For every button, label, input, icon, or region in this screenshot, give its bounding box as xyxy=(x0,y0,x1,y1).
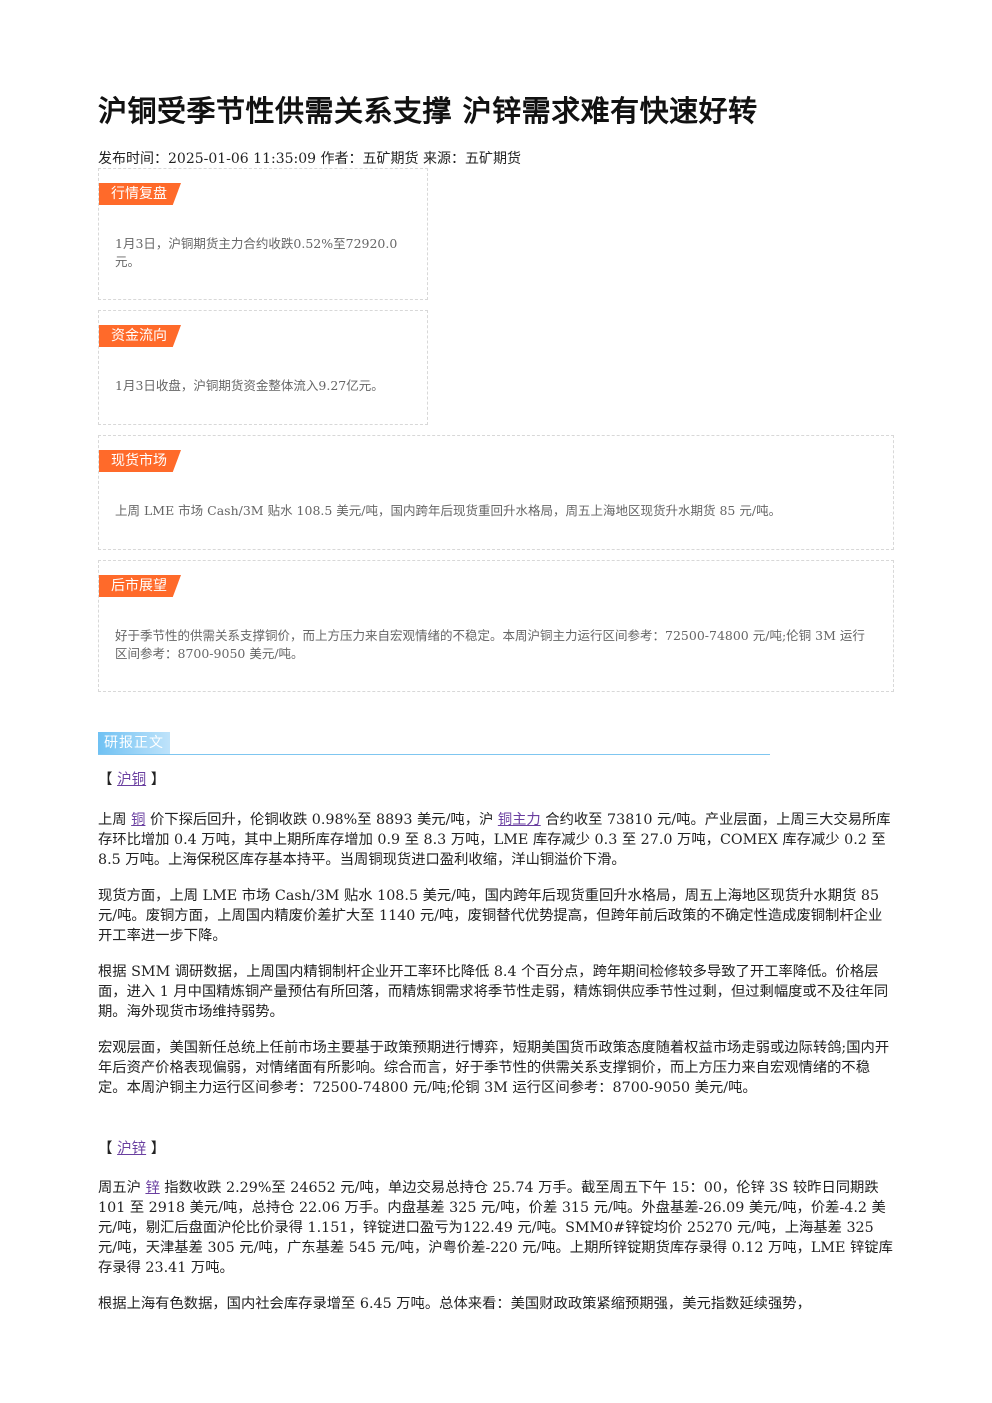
article-meta: 发布时间：2025-01-06 11:35:09 作者：五矿期货 来源：五矿期货 xyxy=(98,151,521,167)
summary-box-fund-flow: 资金流向 1月3日收盘，沪铜期货资金整体流入9.27亿元。 xyxy=(98,310,428,425)
box-text: 上周 LME 市场 Cash/3M 贴水 108.5 美元/吨，国内跨年后现货重… xyxy=(115,503,782,518)
report-section-header: 研报正文 xyxy=(98,732,770,755)
article-title: 沪铜受季节性供需关系支撑 沪锌需求难有快速好转 xyxy=(98,94,758,128)
box-tag: 资金流向 xyxy=(99,325,181,347)
box-tag: 行情复盘 xyxy=(99,183,181,205)
copy-paragraph-4: 宏观层面，美国新任总统上任前市场主要基于政策预期进行博弈，短期美国货币政策态度随… xyxy=(98,1040,890,1096)
copy-paragraph-3: 根据 SMM 调研数据，上周国内精铜制杆企业开工率环比降低 8.4 个百分点，跨… xyxy=(98,964,889,1020)
box-text: 1月3日收盘，沪铜期货资金整体流入9.27亿元。 xyxy=(115,378,384,393)
summary-box-outlook: 后市展望 好于季节性的供需关系支撑铜价，而上方压力来自宏观情绪的不稳定。本周沪铜… xyxy=(98,560,894,692)
box-tag: 后市展望 xyxy=(99,575,181,597)
report-section-tag: 研报正文 xyxy=(98,732,170,754)
zinc-paragraph-1: 周五沪 锌 指数收跌 2.29%至 24652 元/吨，单边交易总持仓 25.7… xyxy=(98,1180,893,1276)
zinc-heading: 【 沪锌 】 xyxy=(98,1141,166,1157)
copy-link[interactable]: 沪铜 xyxy=(117,772,147,788)
box-tag: 现货市场 xyxy=(99,450,181,472)
zinc-link[interactable]: 沪锌 xyxy=(117,1141,147,1157)
summary-box-market-review: 行情复盘 1月3日，沪铜期货主力合约收跌0.52%至72920.0元。 xyxy=(98,168,428,300)
summary-box-spot-market: 现货市场 上周 LME 市场 Cash/3M 贴水 108.5 美元/吨，国内跨… xyxy=(98,435,894,550)
copy-keyword-link[interactable]: 铜 xyxy=(131,812,146,828)
zinc-paragraph-2: 根据上海有色数据，国内社会库存录增至 6.45 万吨。总体来看：美国财政政策紧缩… xyxy=(98,1296,811,1312)
copy-paragraph-2: 现货方面，上周 LME 市场 Cash/3M 贴水 108.5 美元/吨，国内跨… xyxy=(98,888,883,944)
zinc-keyword-link[interactable]: 锌 xyxy=(145,1180,160,1196)
copy-paragraph-1: 上周 铜 价下探后回升，伦铜收跌 0.98%至 8893 美元/吨，沪 铜主力 … xyxy=(98,812,891,868)
copy-heading: 【 沪铜 】 xyxy=(98,772,166,788)
copy-main-contract-link[interactable]: 铜主力 xyxy=(497,812,541,828)
box-text: 1月3日，沪铜期货主力合约收跌0.52%至72920.0元。 xyxy=(115,236,398,269)
box-text: 好于季节性的供需关系支撑铜价，而上方压力来自宏观情绪的不稳定。本周沪铜主力运行区… xyxy=(115,628,865,661)
